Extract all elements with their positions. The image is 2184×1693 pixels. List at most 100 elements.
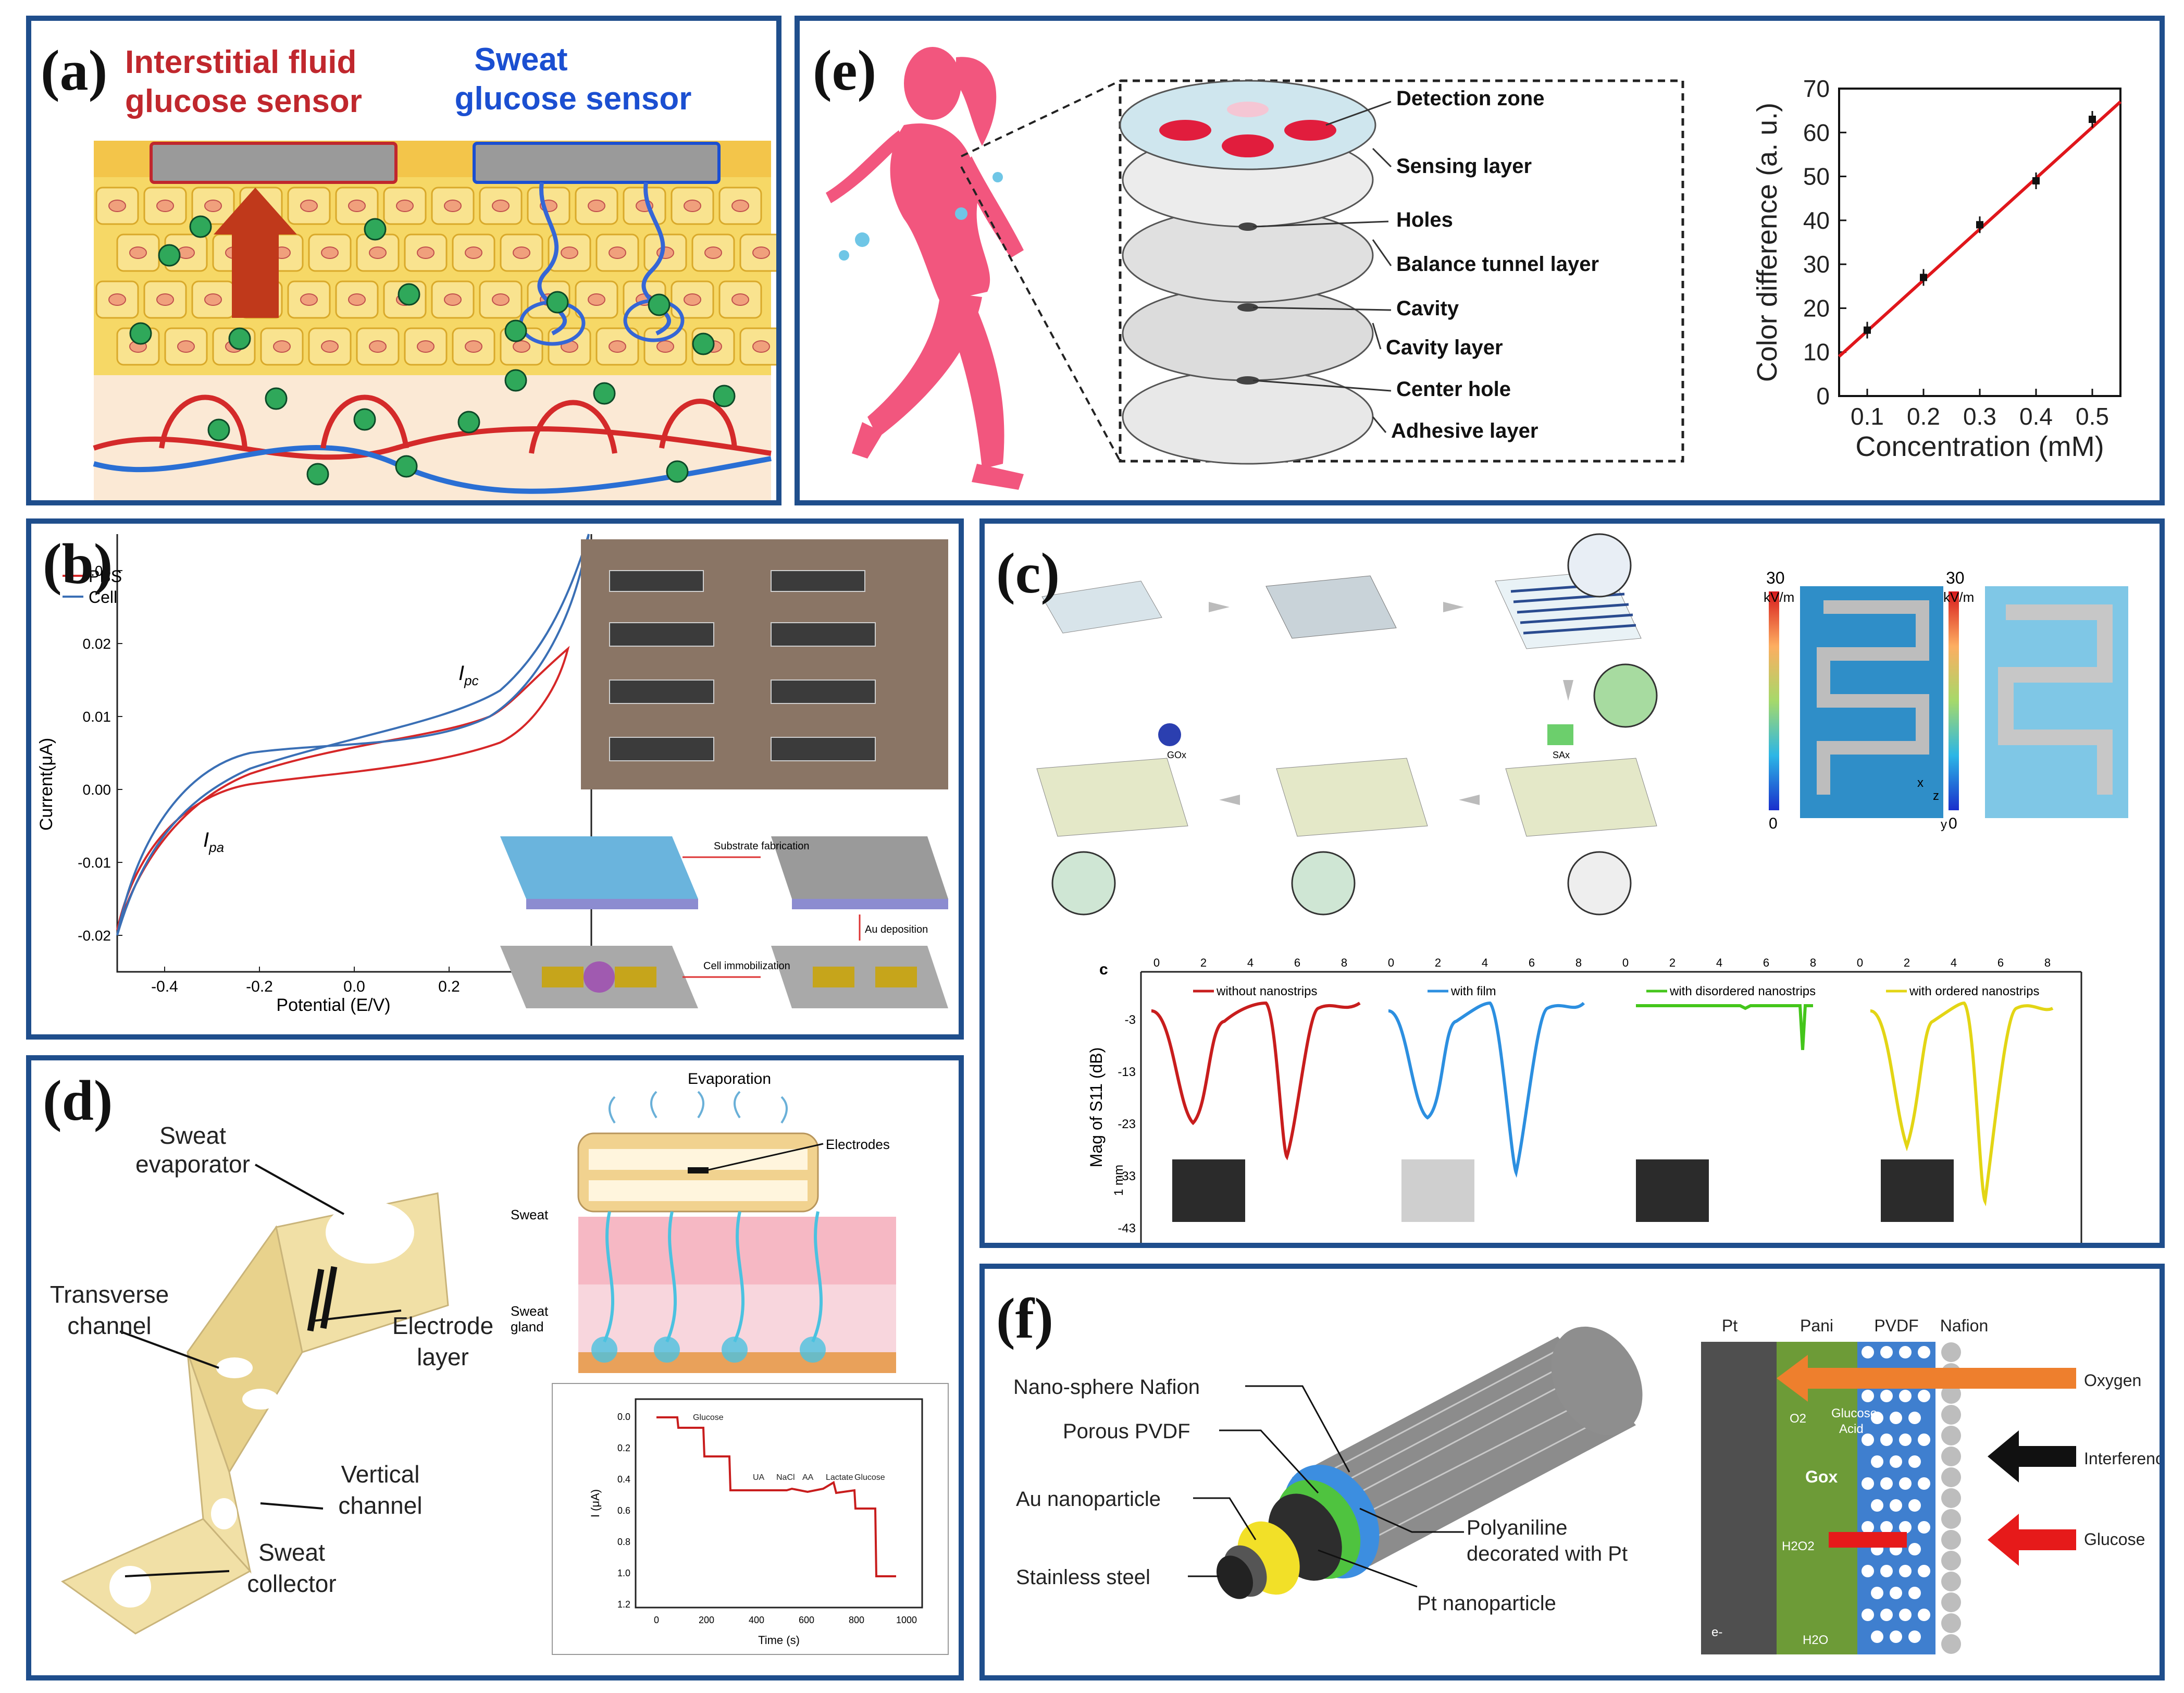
axis-y-marker: y <box>1941 818 1947 832</box>
chart-b-ytick: 0.00 <box>83 782 111 798</box>
layer-label-cavity: Cavity <box>1396 297 1459 320</box>
part-collector-1: Sweat <box>258 1539 325 1566</box>
annot-glucose-1: Glucose <box>693 1413 724 1422</box>
current-trace <box>656 1416 896 1577</box>
axis-z-marker: z <box>1933 789 1939 803</box>
field-maps: 30 kV/m 0 30 kV/m 0 x z y <box>1764 569 2128 832</box>
chart-c-xtick: 2 <box>1669 956 1676 969</box>
chart-c-ytick: -3 <box>1125 1013 1136 1027</box>
chart-c-xtick: 4 <box>1716 956 1722 969</box>
chart-b-xtick: -0.2 <box>246 978 273 995</box>
legend-without-nanostrips: without nanostrips <box>1216 984 1317 998</box>
chart-c-xtick: 4 <box>1482 956 1488 969</box>
flow-arrows <box>1209 602 1573 805</box>
capillary-loop-1 <box>159 394 247 449</box>
part-sweat-evaporator-2: evaporator <box>135 1151 250 1178</box>
chem-h2o: H2O <box>1803 1633 1828 1647</box>
chart-e-ytick: 10 <box>1803 339 1830 366</box>
glucose-molecules <box>129 215 736 486</box>
scale-bottom-2: 0 <box>1949 815 1957 832</box>
panel-f: Nano-sphere Nafion Porous PVDF Au nanopa… <box>979 1264 2165 1680</box>
chart-c-xtick: 0 <box>1622 956 1629 969</box>
oxygen-arrow-icon <box>1777 1355 2076 1402</box>
legend-with-film: with film <box>1450 984 1496 998</box>
part-sweat-evaporator-1: Sweat <box>159 1122 226 1149</box>
chart-b-xlabel: Potential (E/V) <box>276 995 390 1015</box>
chart-c-xtick: 2 <box>1904 956 1910 969</box>
chart-d-ytick: 0.8 <box>617 1537 630 1547</box>
chart-d-ytick: 1.2 <box>617 1599 630 1610</box>
layer-label-balance-tunnel: Balance tunnel layer <box>1396 253 1599 276</box>
skin-cells <box>95 187 776 366</box>
layer-label-sensing-layer: Sensing layer <box>1396 155 1532 178</box>
chart-b-ytick: -0.01 <box>78 855 111 871</box>
step-cell-immobilization: Cell immobilization <box>703 960 790 972</box>
chart-c-ytick: -43 <box>1118 1221 1136 1235</box>
chart-c-xtick: 8 <box>1341 956 1347 969</box>
annot-nacl: NaCl <box>776 1473 795 1482</box>
chart-d-ytick: 1.0 <box>617 1568 630 1578</box>
capillary-loop-3 <box>529 400 617 454</box>
chart-e-ylabel: Color difference (a. u.) <box>1752 103 1783 382</box>
chart-e-ytick: 30 <box>1803 251 1830 278</box>
label-polyaniline-1: Polyaniline <box>1467 1516 1567 1539</box>
interstitial-title-1: Interstitial fluid <box>125 44 356 80</box>
col-pvdf: PVDF <box>1874 1316 1918 1335</box>
part-electrode-2: layer <box>417 1343 469 1370</box>
chart-d-xtick: 0 <box>654 1615 659 1625</box>
sweat-title-2: glucose sensor <box>455 81 692 117</box>
chem-electron: e- <box>1711 1625 1722 1639</box>
annot-aa: AA <box>802 1473 814 1482</box>
label-pvdf: Porous PVDF <box>1063 1420 1190 1443</box>
col-pani: Pani <box>1800 1316 1833 1335</box>
exploded-view-box <box>1119 79 1684 463</box>
chart-d-ylabel: I (μA) <box>589 1489 602 1517</box>
layer-label-adhesive-layer: Adhesive layer <box>1391 419 1538 442</box>
sa-icon <box>1547 724 1573 745</box>
chart-c-ytick: -23 <box>1118 1117 1136 1131</box>
chart-c-xtick: 6 <box>1529 956 1535 969</box>
panel-a: Interstitial fluid glucose sensor Sweat … <box>26 16 781 505</box>
label-interference: Interference <box>2084 1449 2160 1468</box>
scale-top-2: 30 <box>1946 569 1965 587</box>
chart-b-ylabel: Current(μA) <box>36 738 56 831</box>
chart-e-ytick: 60 <box>1803 119 1830 146</box>
label-nafion: Nano-sphere Nafion <box>1013 1376 1200 1399</box>
scale-unit-2: kV/m <box>1943 589 1974 605</box>
panel-f-label: (f) <box>996 1287 1053 1350</box>
interference-arrow-icon <box>1988 1430 2076 1482</box>
chart-d-ytick: 0.0 <box>617 1412 630 1422</box>
chart-d-xtick: 800 <box>849 1615 864 1625</box>
chart-b-ytick: 0.03 <box>83 563 111 579</box>
chem-gluconic-2: Acid <box>1839 1422 1864 1436</box>
chart-c-xtick: 4 <box>1247 956 1254 969</box>
label-sweat-gland-2: gland <box>511 1319 544 1334</box>
chart-e-xtick: 0.1 <box>1851 403 1884 430</box>
chart-e-xtick: 0.2 <box>1907 403 1940 430</box>
step-au-deposition: Au deposition <box>865 924 928 935</box>
panel-c-label: (c) <box>996 541 1060 605</box>
chem-o2: O2 <box>1790 1412 1806 1426</box>
legend-cell: Cell <box>89 588 117 607</box>
panel-d-label: (d) <box>43 1069 113 1132</box>
label-sweat-gland-1: Sweat <box>511 1303 549 1319</box>
part-leaders <box>119 1164 402 1577</box>
chart-e-xtick: 0.4 <box>2019 403 2053 430</box>
panel-c: GOx SAx <box>979 518 2165 1248</box>
chart-d-ytick: 0.4 <box>617 1474 630 1485</box>
capillary-loop-2 <box>320 394 409 449</box>
chart-c-xtick: 2 <box>1200 956 1207 969</box>
layer-label-holes: Holes <box>1396 208 1453 231</box>
chart-c-ytick: -13 <box>1118 1065 1136 1079</box>
gox-icon <box>1158 723 1181 746</box>
chart-e-ytick: 0 <box>1816 382 1830 410</box>
chart-b-ytick: 0.02 <box>83 636 111 652</box>
annot-lactate: Lactate <box>826 1473 853 1482</box>
part-vertical-1: Vertical <box>341 1461 420 1488</box>
legend-ordered: with ordered nanostrips <box>1909 984 2039 998</box>
glucose-arrow-icon <box>1988 1514 2076 1566</box>
